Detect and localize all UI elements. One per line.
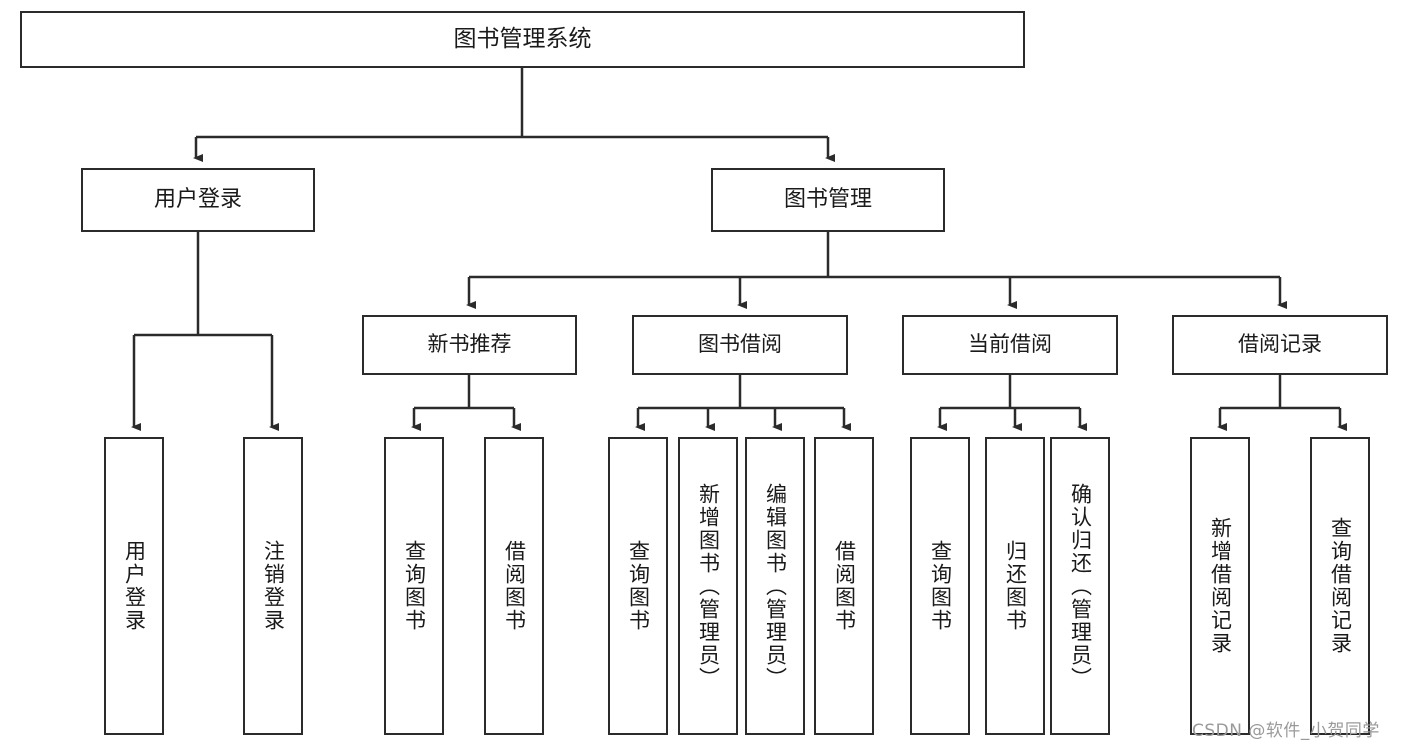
node-new-book-recommend[interactable]: 新书推荐 (362, 315, 577, 375)
node-leaf-return-book-label: 归还图书 (1003, 540, 1028, 632)
node-leaf-add-book[interactable]: 新增图书（管理员） (678, 437, 738, 735)
node-leaf-user-login-label: 用户登录 (122, 540, 147, 632)
node-current-borrow-label: 当前借阅 (968, 332, 1052, 357)
node-leaf-user-logout-label: 注销登录 (261, 540, 286, 632)
node-root[interactable]: 图书管理系统 (20, 11, 1025, 68)
node-leaf-edit-book[interactable]: 编辑图书（管理员） (745, 437, 805, 735)
node-leaf-edit-book-label: 编辑图书（管理员） (763, 482, 788, 690)
node-leaf-query-book-1-label: 查询图书 (402, 540, 427, 632)
watermark: CSDN @软件_小贺同学 (1192, 721, 1380, 741)
node-borrow-record[interactable]: 借阅记录 (1172, 315, 1388, 375)
node-leaf-add-record[interactable]: 新增借阅记录 (1190, 437, 1250, 735)
node-book-manage-label: 图书管理 (783, 186, 872, 212)
node-leaf-borrow-book-1[interactable]: 借阅图书 (484, 437, 544, 735)
node-leaf-query-book-1[interactable]: 查询图书 (384, 437, 444, 735)
node-leaf-add-book-label: 新增图书（管理员） (696, 482, 721, 690)
node-leaf-query-record-label: 查询借阅记录 (1328, 517, 1353, 655)
node-leaf-borrow-book-2[interactable]: 借阅图书 (814, 437, 874, 735)
node-root-label: 图书管理系统 (453, 26, 592, 53)
node-leaf-return-book[interactable]: 归还图书 (985, 437, 1045, 735)
node-leaf-borrow-book-1-label: 借阅图书 (502, 540, 527, 632)
node-leaf-user-logout[interactable]: 注销登录 (243, 437, 303, 735)
node-current-borrow[interactable]: 当前借阅 (902, 315, 1118, 375)
node-leaf-add-record-label: 新增借阅记录 (1208, 517, 1233, 655)
node-leaf-query-book-3[interactable]: 查询图书 (910, 437, 970, 735)
node-book-borrow-label: 图书借阅 (698, 332, 782, 357)
node-leaf-query-book-2[interactable]: 查询图书 (608, 437, 668, 735)
node-leaf-query-book-3-label: 查询图书 (928, 540, 953, 632)
node-book-borrow[interactable]: 图书借阅 (632, 315, 848, 375)
node-new-book-recommend-label: 新书推荐 (427, 332, 512, 357)
node-borrow-record-label: 借阅记录 (1238, 332, 1322, 357)
node-leaf-borrow-book-2-label: 借阅图书 (832, 540, 857, 632)
node-book-manage[interactable]: 图书管理 (711, 168, 945, 232)
node-leaf-query-record[interactable]: 查询借阅记录 (1310, 437, 1370, 735)
node-leaf-confirm-return[interactable]: 确认归还（管理员） (1050, 437, 1110, 735)
node-leaf-confirm-return-label: 确认归还（管理员） (1068, 482, 1093, 690)
node-leaf-user-login[interactable]: 用户登录 (104, 437, 164, 735)
node-user-login[interactable]: 用户登录 (81, 168, 315, 232)
node-leaf-query-book-2-label: 查询图书 (626, 540, 651, 632)
node-user-login-label: 用户登录 (153, 186, 242, 212)
